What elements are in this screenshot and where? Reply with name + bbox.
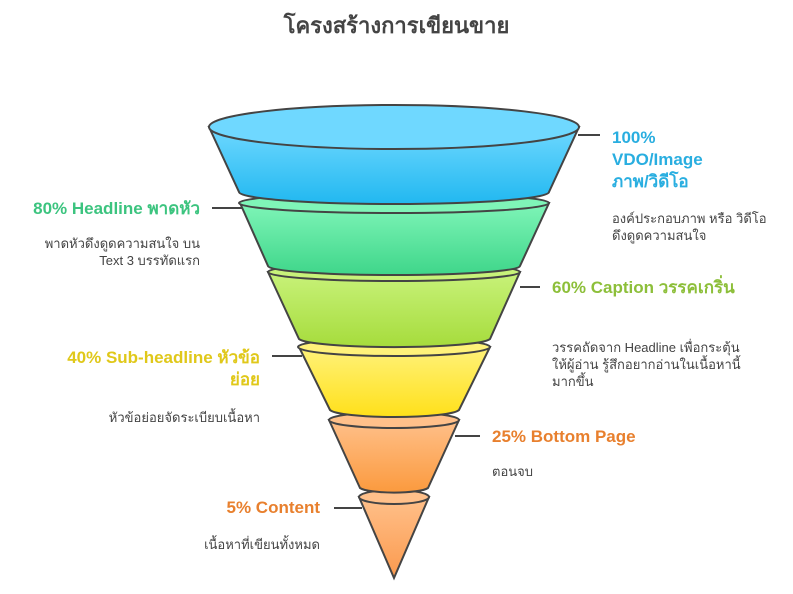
stage-title-subheadline: 40% Sub-headline หัวข้อย่อย: [67, 348, 260, 389]
diagram-title: โครงสร้างการเขียนขาย: [283, 13, 510, 38]
stage-title-vdo-image: 100% VDO/Image ภาพ/วิดีโอ: [612, 128, 703, 191]
stage-desc-content: เนื้อหาที่เขียนทั้งหมด: [204, 537, 320, 552]
stage-desc-subheadline: หัวข้อย่อยจัดระเบียบเนื้อหา: [108, 410, 260, 425]
stage-title-content: 5% Content: [226, 498, 321, 517]
funnel-layer-bottom-page: [327, 419, 461, 494]
stage-title-caption: 60% Caption วรรคเกริ่น: [552, 278, 735, 297]
stage-title-bottom-page: 25% Bottom Page: [492, 427, 636, 446]
funnel-layer-headline: [238, 202, 551, 276]
stage-title-headline: 80% Headline พาดหัว: [33, 199, 200, 218]
funnel-layer-subheadline: [297, 346, 492, 419]
stage-desc-headline: พาดหัวดึงดูดความสนใจ บน Text 3 บรรทัดแรก: [44, 236, 200, 268]
stage-desc-bottom-page: ตอนจบ: [492, 464, 534, 479]
funnel-layer-vdo-image-top: [208, 104, 580, 150]
stage-desc-caption: วรรคถัดจาก Headline เพื่อกระตุ้นให้ผู้อ่…: [552, 340, 741, 389]
funnel-layer-caption: [266, 271, 522, 349]
funnel-layer-content: [357, 496, 431, 581]
stage-desc-vdo-image: องค์ประกอบภาพ หรือ วิดีโอ ดึงดูดความสนใจ: [612, 211, 767, 243]
